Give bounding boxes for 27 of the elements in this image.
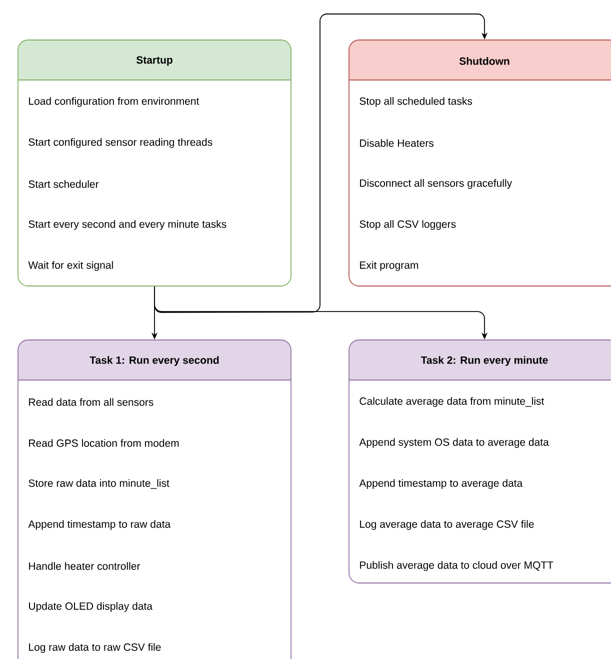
list-item: Exit program (360, 261, 418, 271)
list-item: Wait for exit signal (28, 261, 113, 271)
panel-heading: Shutdown (459, 57, 510, 65)
list-item: Start configured sensor reading threads (28, 138, 212, 148)
list-item: Update OLED display data (29, 602, 152, 612)
panel-heading: Startup (136, 56, 172, 66)
list-item: Publish average data to cloud over MQTT (360, 561, 554, 571)
list-item: Stop all scheduled tasks (360, 97, 472, 107)
list-item: Load configuration from environment (29, 97, 200, 107)
list-item: Log average data to average CSV file (360, 520, 534, 530)
list-item: Append timestamp to raw data (28, 520, 171, 530)
list-item: Handle heater controller (29, 562, 140, 570)
panel-heading: Task 1: Run every second (90, 356, 219, 366)
list-item: Read data from all sensors (29, 398, 154, 406)
list-item: Calculate average data from minute_list (360, 397, 544, 407)
list-item: Store raw data into minute_list (28, 479, 170, 489)
list-item: Disable Heaters (360, 139, 434, 147)
list-item: Append timestamp to average data (359, 479, 523, 489)
list-item: Start every second and every minute tasks (28, 220, 226, 230)
panel-heading: Task 2: Run every minute (420, 356, 548, 366)
list-item: Append system OS data to average data (359, 438, 549, 448)
list-item: Start scheduler (28, 180, 99, 188)
arrow (154, 14, 488, 313)
list-item: Log raw data to raw CSV file (29, 643, 161, 653)
list-item: Read GPS location from modem (29, 439, 179, 447)
list-item: Stop all CSV loggers (360, 220, 456, 230)
list-item: Disconnect all sensors gracefully (360, 179, 512, 189)
